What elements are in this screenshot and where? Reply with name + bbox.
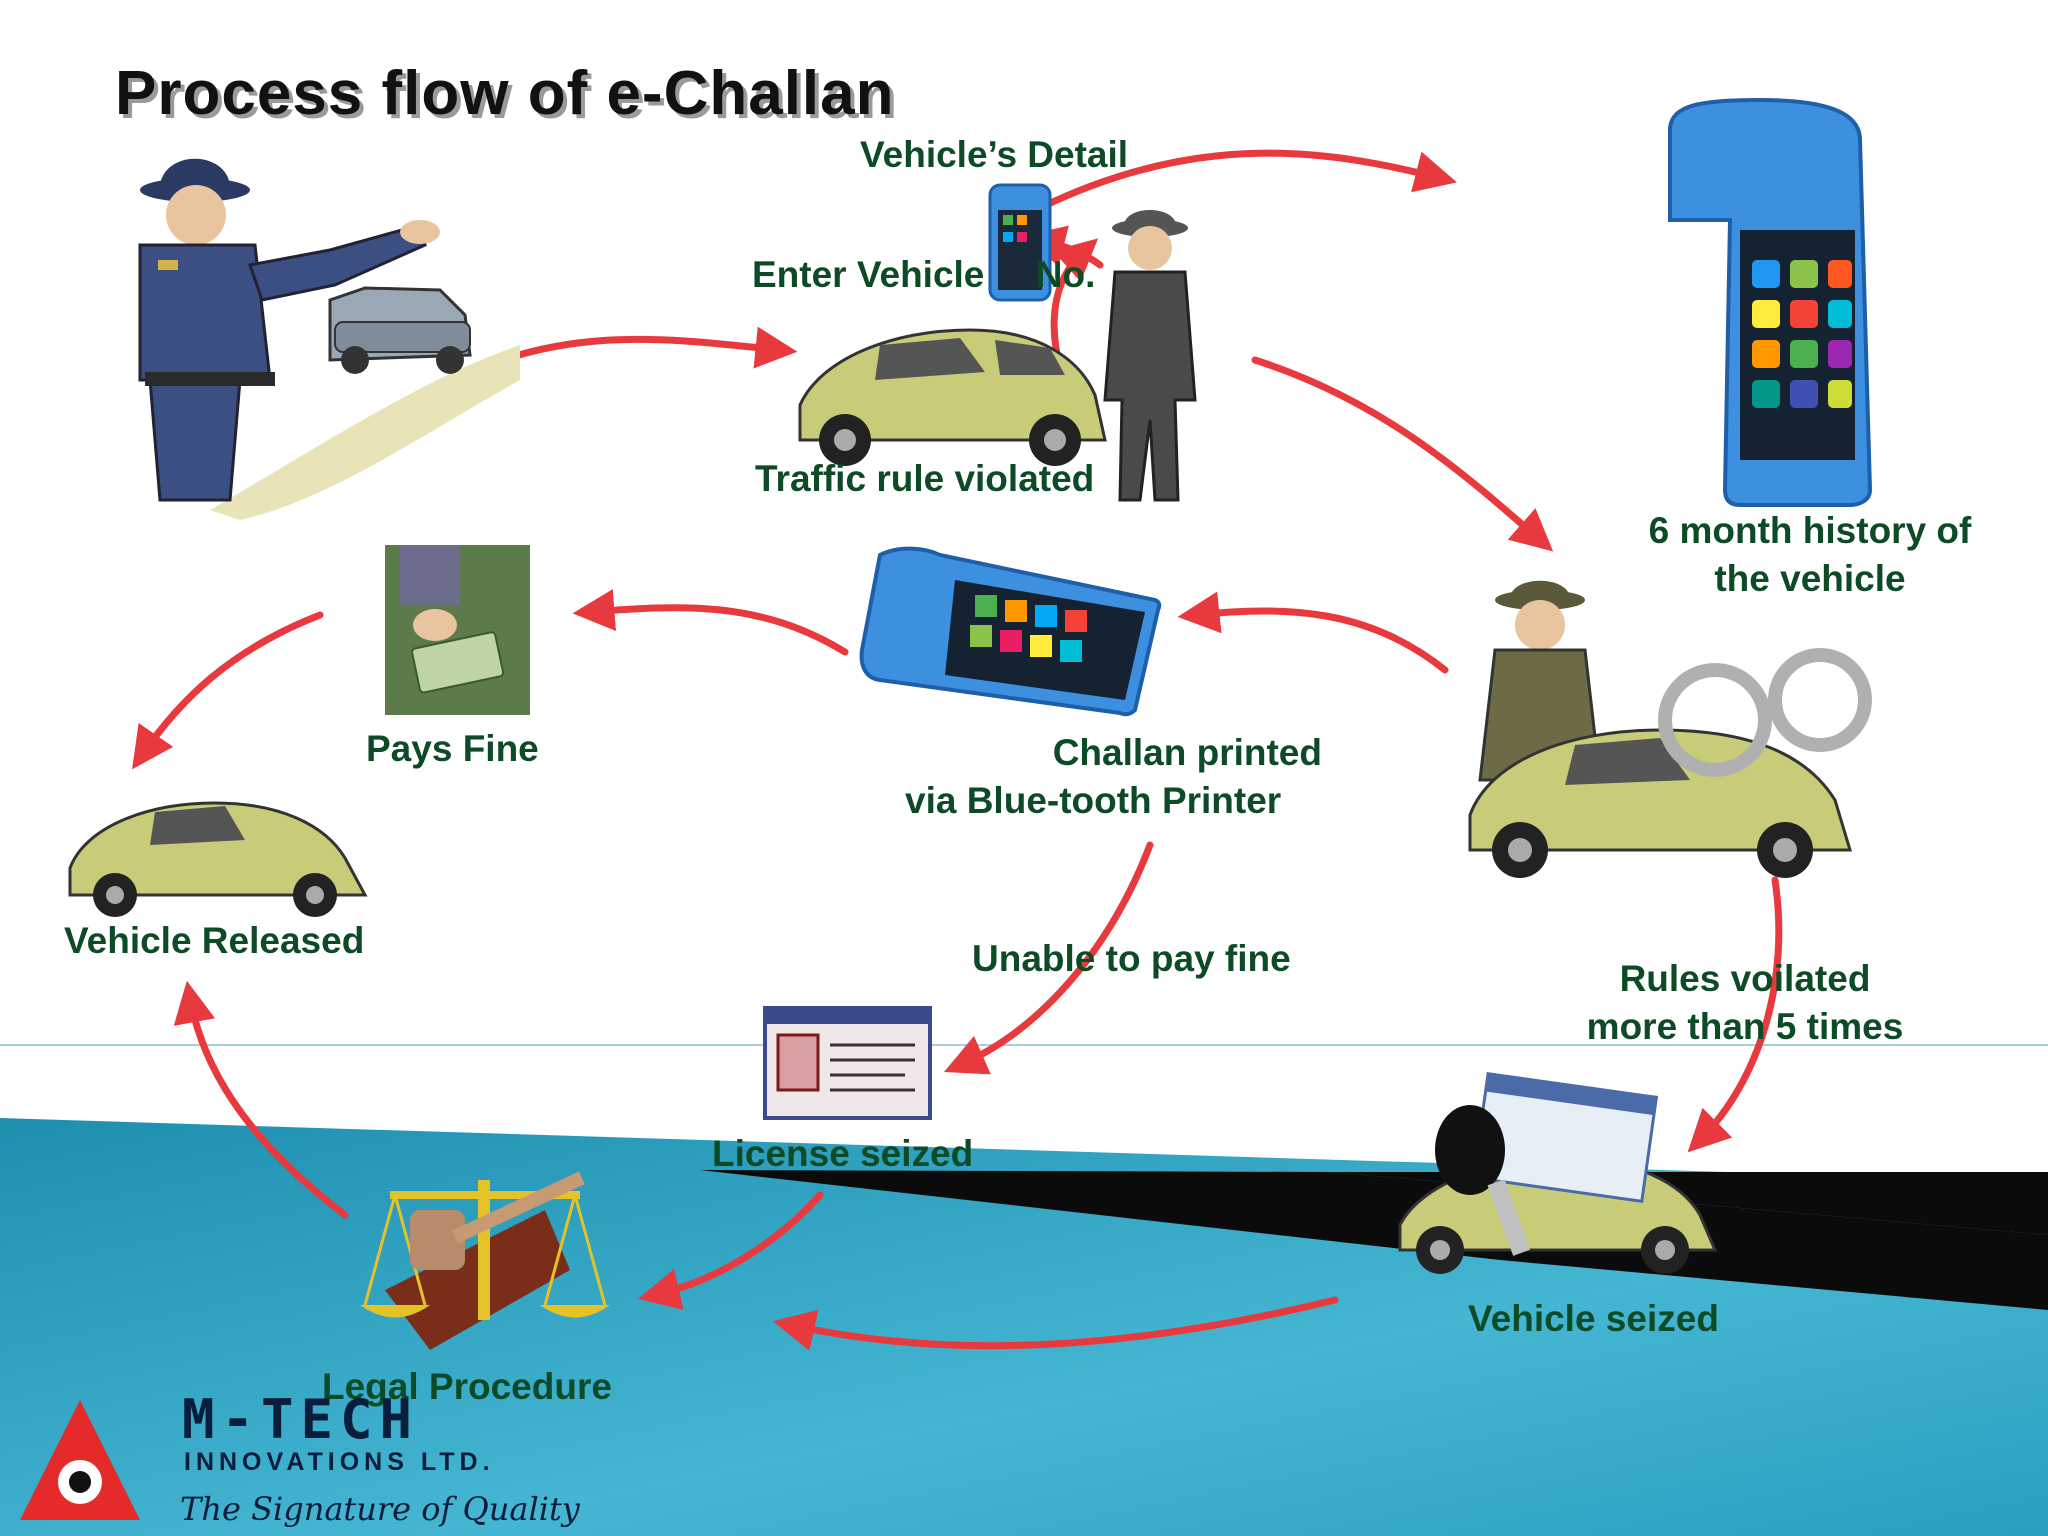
label-unable-to-pay: Unable to pay fine (972, 938, 1291, 979)
large-handheld-device-icon (1668, 97, 1873, 507)
arrow-printer-to-payment (572, 589, 849, 656)
label-vehicle-seized: Vehicle seized (1468, 1298, 1719, 1339)
label-six-month-history: 6 month history of the vehicle (1625, 510, 1995, 600)
label-vehicle-released: Vehicle Released (64, 920, 365, 961)
rules-line-2: more than 5 times (1586, 1006, 1904, 1047)
logo-company-name: M-TECH (182, 1388, 420, 1451)
logo-tagline: The Signature of Quality (180, 1490, 580, 1528)
cash-payment-illustration (385, 545, 530, 715)
arrow-printer-to-license (943, 841, 1154, 1075)
arrow-inspection-to-printer (1177, 591, 1449, 674)
vehicle-seized-illustration (1398, 1071, 1718, 1274)
bluetooth-printer-icon (859, 546, 1162, 717)
label-traffic-rule-violated: Traffic rule violated (755, 458, 1095, 499)
arrow-license-to-legal (637, 1191, 824, 1310)
arrow-inspection-to-seizure (1687, 876, 1783, 1153)
arrow-device-to-history (1036, 149, 1457, 212)
violating-car-illustration (798, 328, 1107, 466)
label-rules-violated: Rules voilated more than 5 times (1555, 958, 1935, 1048)
arrow-seizure-to-legal (772, 1296, 1339, 1351)
mtech-logo-mark (20, 1400, 140, 1520)
inspection-illustration (1468, 580, 1872, 878)
history-line-2: the vehicle (1714, 558, 1906, 599)
traffic-police-illustration (138, 158, 520, 520)
label-enter-vehicle-no: Enter Vehicle No. (752, 254, 1096, 295)
driving-license-icon (763, 1006, 932, 1120)
arrow-legal-to-release (173, 980, 349, 1219)
history-line-1: 6 month history of (1648, 510, 1972, 551)
released-car-illustration (68, 801, 368, 917)
legal-scales-icon (360, 1171, 610, 1350)
label-pays-fine: Pays Fine (366, 728, 539, 769)
challan-line-2: via Blue-tooth Printer (905, 780, 1282, 821)
rules-line-1: Rules voilated (1619, 958, 1871, 999)
page-title: Process flow of e-Challan (115, 59, 895, 128)
label-license-seized: License seized (712, 1133, 974, 1174)
challan-line-1: Challan printed (1052, 732, 1322, 773)
officer-with-device-illustration (1103, 210, 1197, 502)
logo-subtitle: INNOVATIONS LTD. (184, 1448, 495, 1476)
small-handheld-device-icon (988, 183, 1052, 302)
arrow-payment-to-release (132, 611, 324, 770)
label-legal-procedure: Legal Procedure (322, 1366, 612, 1407)
label-challan-printed: Challan printed via Blue-tooth Printer (905, 732, 1325, 822)
label-vehicle-detail: Vehicle’s Detail (860, 134, 1129, 175)
arrow-officer-to-inspection (1251, 356, 1554, 552)
